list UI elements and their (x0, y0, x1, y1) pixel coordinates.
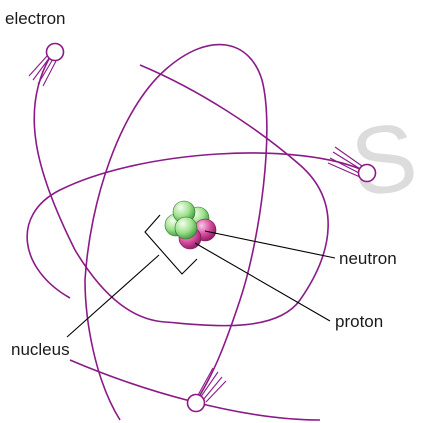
electron-right (327, 146, 377, 183)
nucleus-bracket (144, 214, 198, 275)
neutron-ball (174, 216, 198, 240)
nucleus-leader-line (66, 254, 160, 338)
nucleus (164, 200, 217, 250)
electron-circle (186, 393, 206, 413)
motion-trail (28, 55, 57, 87)
watermark-letter: S (345, 103, 423, 218)
orbit-2 (26, 152, 368, 299)
motion-trail (327, 146, 363, 178)
electron-top-left (28, 42, 65, 87)
nucleus-label: nucleus (11, 340, 70, 359)
electron-bottom (186, 367, 227, 413)
electron-circle (45, 42, 65, 62)
orbits (26, 43, 368, 421)
proton-leader-line (194, 242, 331, 322)
neutron-label: neutron (339, 249, 397, 268)
proton-label: proton (335, 312, 383, 331)
neutron-leader-line (204, 230, 336, 259)
orbit-3 (84, 43, 268, 421)
electron-label: electron (5, 9, 65, 28)
electron-circle (357, 163, 377, 183)
orbit-1 (33, 56, 329, 327)
motion-trail (196, 367, 227, 403)
